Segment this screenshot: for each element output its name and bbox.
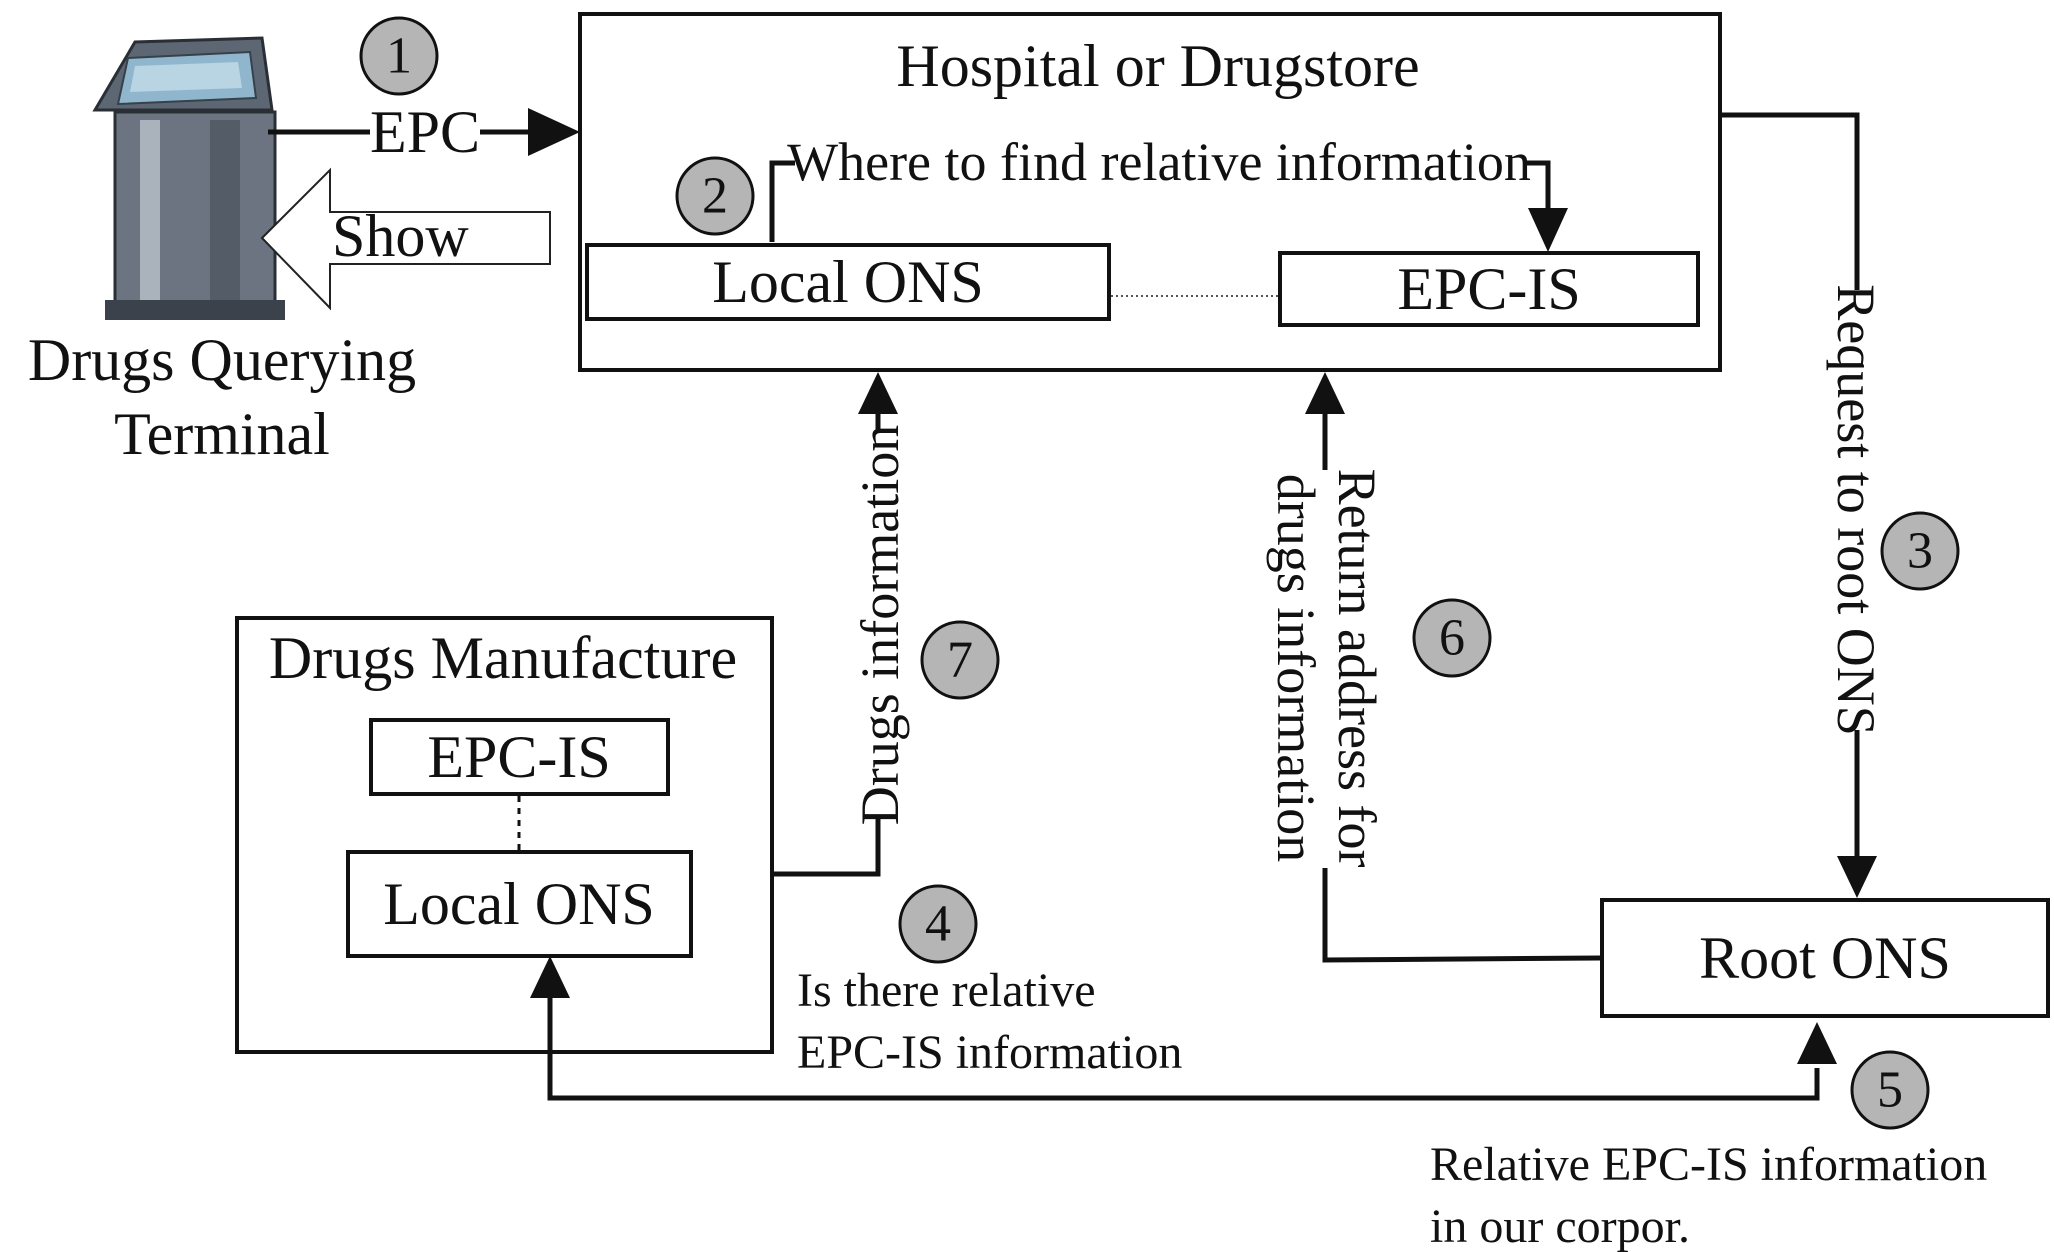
manufacture-local-ons-box <box>346 850 693 958</box>
relative-label-line1: Relative EPC-IS information <box>1430 1138 1987 1191</box>
epc-label: EPC <box>370 99 480 165</box>
step-1-label: 1 <box>386 28 412 85</box>
show-arrow <box>260 167 551 311</box>
manufacture-title: Drugs Manufacture <box>269 625 737 691</box>
step-4-label: 4 <box>925 896 951 953</box>
step-6-badge <box>1412 598 1492 678</box>
step-1-badge <box>359 16 439 96</box>
kiosk-terminal-icon <box>92 36 285 320</box>
request-root-label: Request to root ONS <box>1826 284 1886 736</box>
hospital-local-ons-label: Local ONS <box>712 249 984 315</box>
relative-arrowhead-right <box>1797 1022 1837 1064</box>
root-ons-box <box>1600 898 2050 1018</box>
manufacture-epc-is-label: EPC-IS <box>427 724 610 790</box>
step-2-label: 2 <box>702 168 728 225</box>
step-3-label: 3 <box>1907 523 1933 580</box>
show-label: Show <box>332 203 469 269</box>
step-4-badge <box>898 884 978 964</box>
terminal-label-line1: Drugs Querying <box>28 327 416 393</box>
step-5-label: 5 <box>1877 1062 1903 1119</box>
is-there-label-line1: Is there relative <box>797 964 1096 1017</box>
relative-label-line2: in our corpor. <box>1430 1200 1690 1252</box>
step-6-label: 6 <box>1439 610 1465 667</box>
return-arrowhead <box>1305 372 1345 414</box>
hospital-epc-is-label: EPC-IS <box>1397 256 1580 322</box>
relative-epcis-line <box>547 996 1820 1101</box>
manufacture-local-ons-label: Local ONS <box>383 871 655 937</box>
step-7-badge <box>920 620 1000 700</box>
hospital-local-ons-box <box>585 243 1111 321</box>
where-arrow-left-segment <box>769 160 795 242</box>
step-3-badge <box>1880 511 1960 591</box>
request-arrowhead <box>1837 856 1877 898</box>
return-label-line2: drugs information <box>1266 474 1326 862</box>
hospital-epc-is-box <box>1278 251 1700 327</box>
is-there-label-line2: EPC-IS information <box>797 1026 1182 1079</box>
return-label-line1: Return address for <box>1327 469 1387 868</box>
root-ons-label: Root ONS <box>1699 925 1951 991</box>
where-arrow-right-segment <box>1524 160 1551 215</box>
return-arrow-bottom <box>1322 868 1601 963</box>
manufacture-box <box>235 616 774 1054</box>
manufacture-epc-is-box <box>369 718 670 796</box>
step-5-badge <box>1850 1050 1930 1130</box>
where-label: Where to find relative information <box>787 132 1531 192</box>
epc-arrowhead <box>528 108 580 156</box>
step-7-label: 7 <box>947 632 973 689</box>
hospital-title: Hospital or Drugstore <box>896 33 1419 99</box>
request-arrow-top <box>1720 112 1860 290</box>
where-arrowhead <box>1528 208 1568 252</box>
terminal-label-line2: Terminal <box>114 401 330 467</box>
drugs-info-arrow-bottom <box>772 818 881 877</box>
drugs-info-label: Drugs information <box>850 425 910 825</box>
drugs-info-arrowhead <box>858 372 898 414</box>
step-2-badge <box>675 156 755 236</box>
relative-arrowhead-left <box>530 956 570 998</box>
